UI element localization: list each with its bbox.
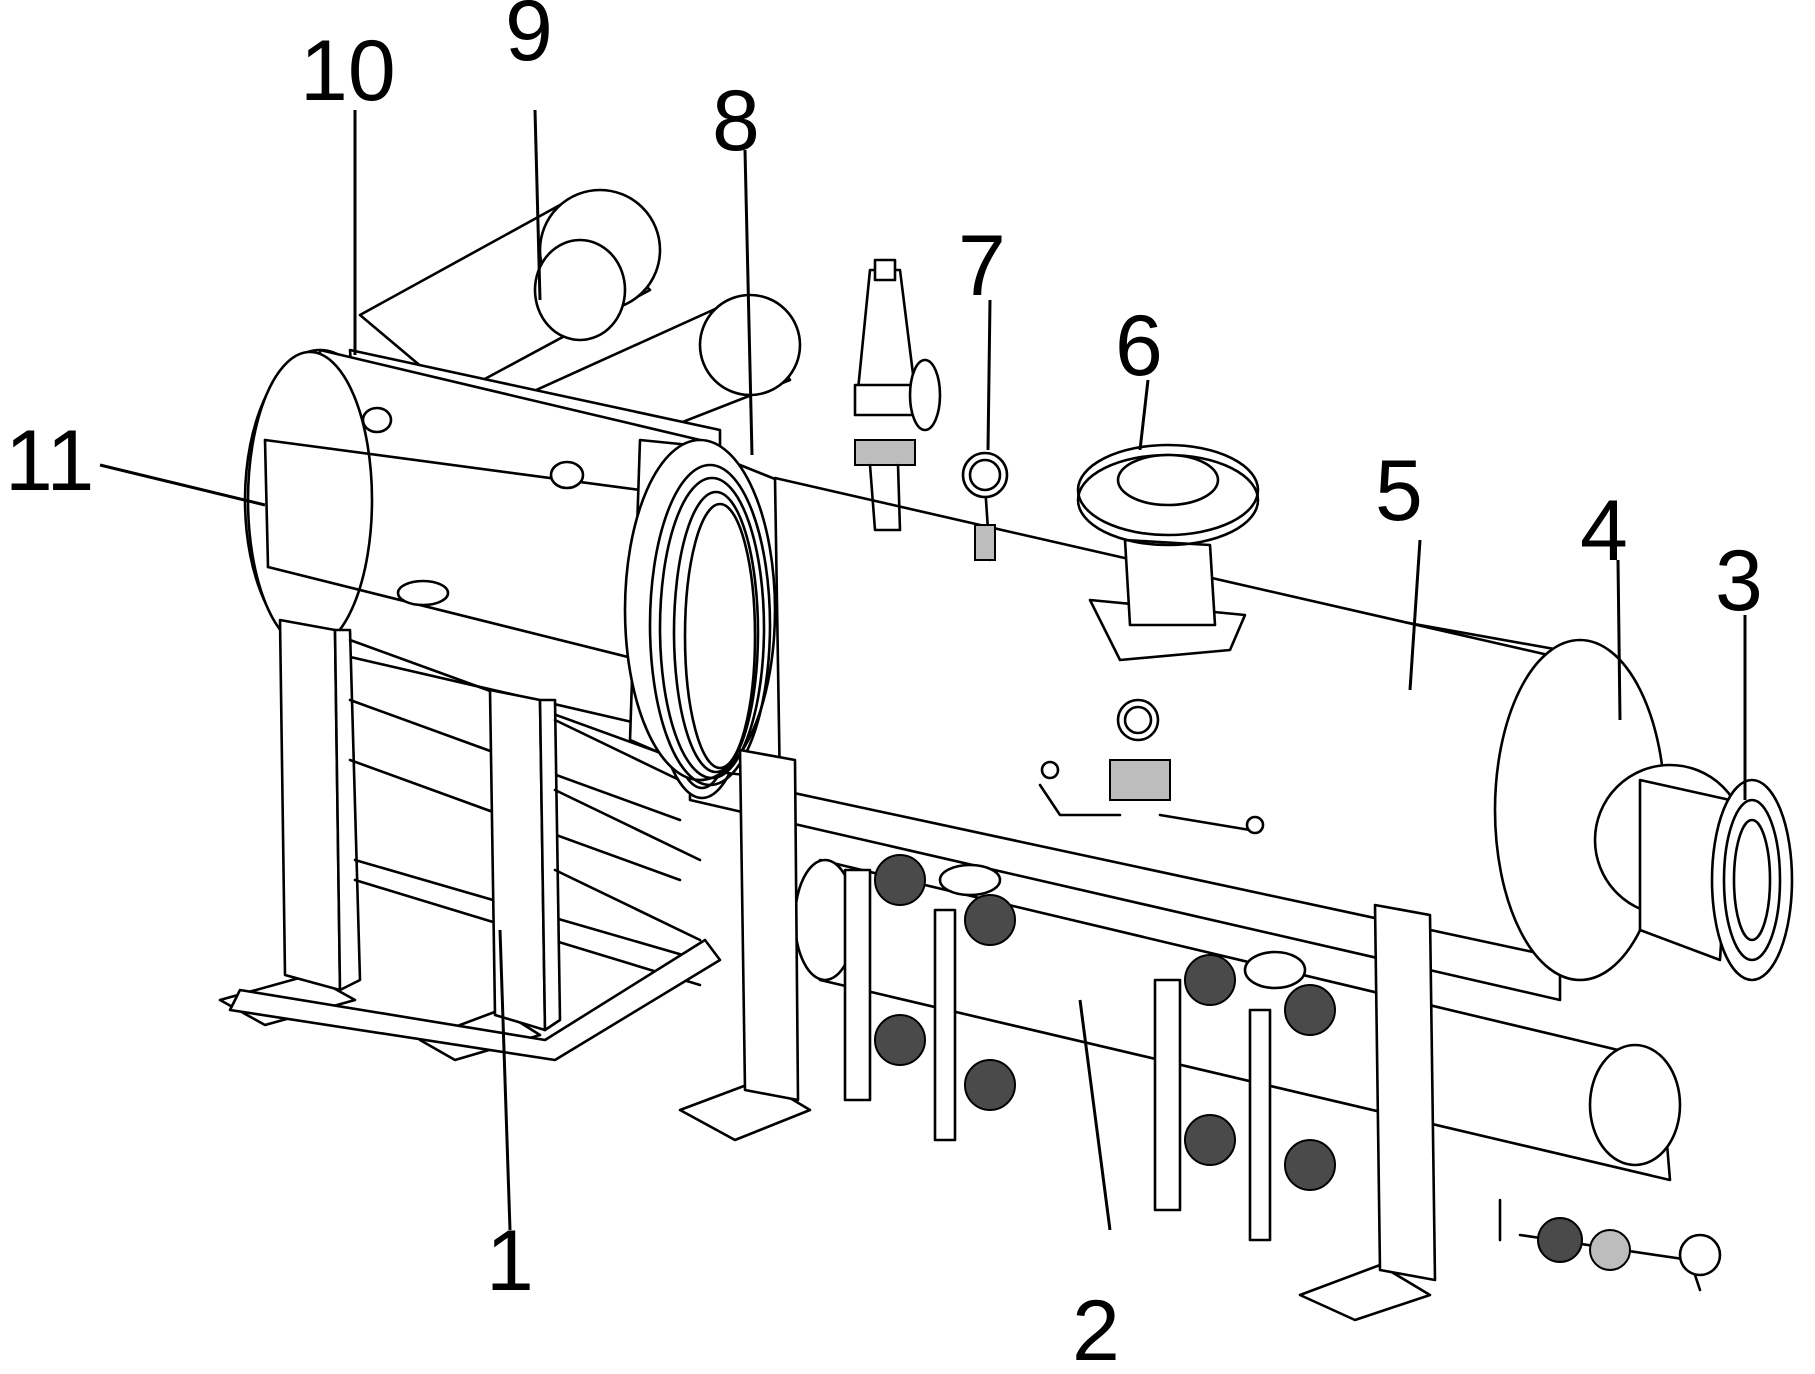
- callout-3: 3: [1715, 533, 1763, 629]
- left-drum: [243, 348, 722, 742]
- callout-2: 2: [1072, 1283, 1120, 1374]
- callout-7: 7: [958, 218, 1006, 314]
- front-supports: [678, 748, 1722, 1322]
- callout-10: 10: [300, 23, 396, 119]
- relief-valve: [853, 258, 942, 532]
- lower-pipe: [793, 858, 1682, 1182]
- leader-lines: [99, 109, 1747, 1231]
- valve-assembly-left: [843, 854, 1016, 1142]
- left-frames: [218, 618, 722, 1062]
- top-nozzle: [1076, 443, 1260, 662]
- main-vessel: [623, 438, 1794, 1002]
- callout-labels: 1 2 3 4 5 6 7 8 9 10 11: [5, 0, 1763, 1374]
- pressure-gauge-top: [961, 451, 1009, 562]
- valve-assembly-right: [1153, 950, 1336, 1242]
- callout-9: 9: [505, 0, 553, 79]
- callout-5: 5: [1375, 443, 1423, 539]
- callout-4: 4: [1580, 483, 1628, 579]
- callout-8: 8: [712, 73, 760, 169]
- callout-6: 6: [1115, 298, 1163, 394]
- callout-1: 1: [486, 1213, 534, 1309]
- callout-11: 11: [5, 413, 94, 509]
- level-gauge-mid: [1038, 698, 1265, 835]
